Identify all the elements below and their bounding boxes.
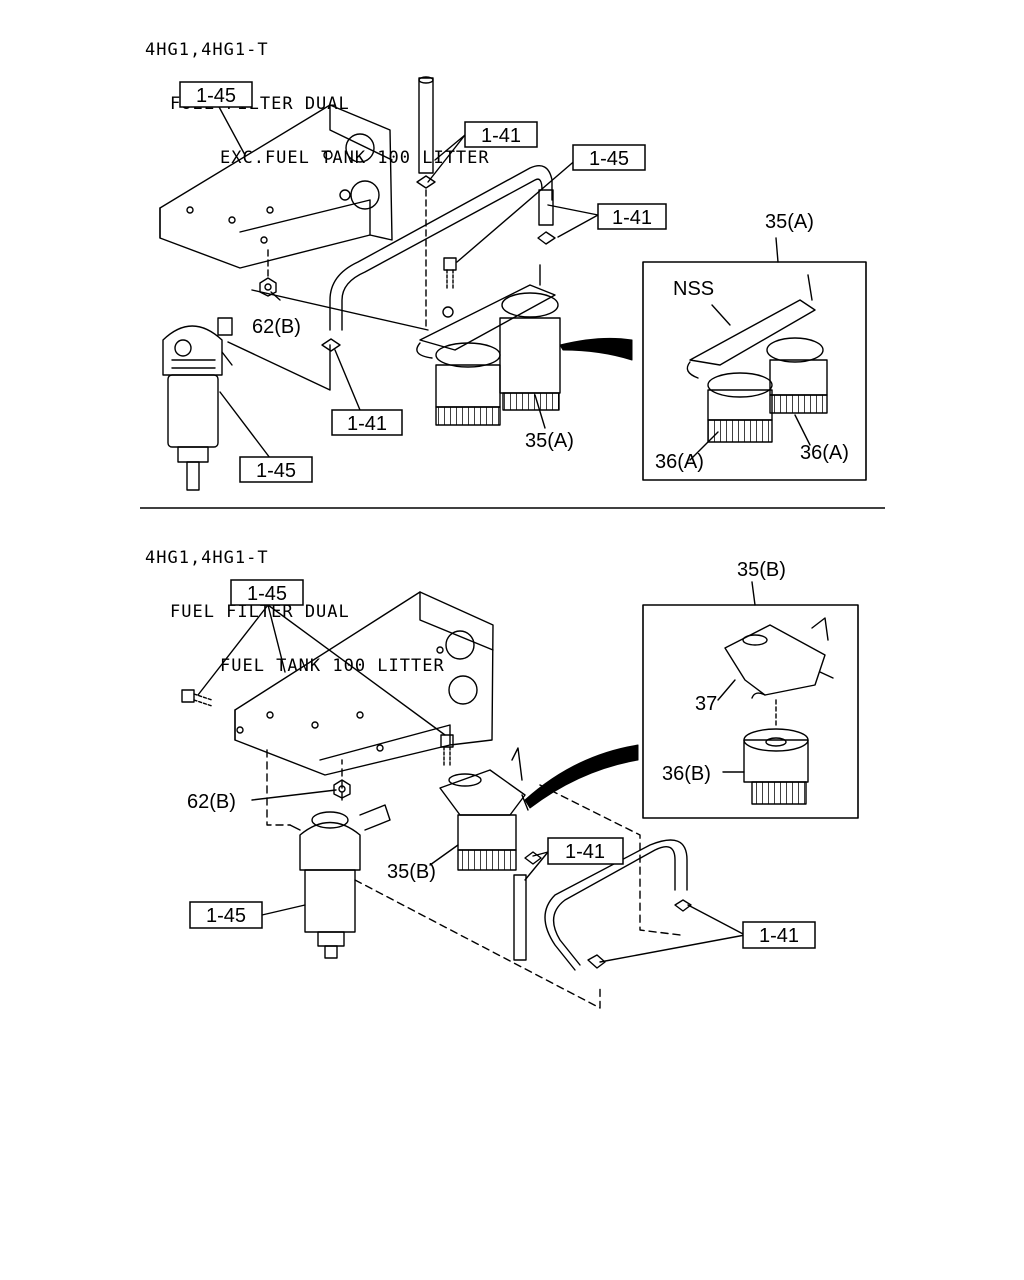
model-label: 4HG1,4HG1-T bbox=[145, 548, 269, 568]
callout-ref-1-41[interactable]: 1-41 bbox=[331, 409, 403, 436]
callout-label: 1-41 bbox=[612, 207, 652, 229]
part-label-36a: 36(A) bbox=[800, 442, 849, 464]
bolt-left-2 bbox=[181, 689, 213, 707]
detail-box-35a bbox=[642, 237, 867, 481]
part-label-36a: 36(A) bbox=[655, 451, 704, 473]
part-label-62b: 62(B) bbox=[187, 791, 236, 813]
callout-label: 1-45 bbox=[247, 583, 287, 605]
part-label-62b: 62(B) bbox=[252, 316, 301, 338]
model-label: 4HG1,4HG1-T bbox=[145, 40, 269, 60]
bolt-1-45 bbox=[443, 257, 457, 291]
dual-filter-35a bbox=[416, 264, 561, 426]
callout-ref-1-45[interactable]: 1-45 bbox=[572, 144, 646, 171]
callout-ref-1-41[interactable]: 1-41 bbox=[742, 921, 816, 949]
detail-title-35a: 35(A) bbox=[765, 211, 814, 233]
fuel-pipe bbox=[329, 165, 553, 331]
part-label-35b: 35(B) bbox=[387, 861, 436, 883]
detail-title-35b: 35(B) bbox=[737, 559, 786, 581]
detail-arrow-2 bbox=[524, 744, 639, 809]
bolt-mid-2 bbox=[440, 734, 454, 766]
routing-dashed-2 bbox=[266, 749, 681, 1009]
section-1-header: 4HG1,4HG1-T FUEL FILTER DUAL EXC.FUEL TA… bbox=[145, 5, 490, 185]
callout-ref-1-41[interactable]: 1-41 bbox=[547, 837, 624, 865]
callout-label: 1-41 bbox=[565, 841, 605, 863]
hose-top bbox=[418, 76, 434, 174]
hose-right bbox=[538, 189, 554, 226]
section-2-header: 4HG1,4HG1-T FUEL FILTER DUAL FUEL TANK 1… bbox=[145, 513, 445, 693]
part-label-36b: 36(B) bbox=[662, 763, 711, 785]
part-label-37: 37 bbox=[695, 693, 717, 715]
variant-label: EXC.FUEL TANK 100 LITTER bbox=[220, 148, 490, 168]
bracket bbox=[159, 104, 393, 269]
callout-ref-1-45[interactable]: 1-45 bbox=[189, 901, 263, 929]
callout-label: 1-45 bbox=[196, 85, 236, 107]
detail-arrow-1 bbox=[559, 337, 633, 361]
detail-box-35b bbox=[642, 581, 859, 819]
pipe-loop-2 bbox=[544, 839, 692, 971]
clamp-right bbox=[537, 231, 556, 245]
fuel-filter-left-2 bbox=[289, 804, 391, 959]
bracket-2 bbox=[234, 591, 494, 776]
callout-label: 1-45 bbox=[589, 148, 629, 170]
clamp-left bbox=[321, 338, 341, 352]
callout-ref-1-45[interactable]: 1-45 bbox=[179, 81, 253, 108]
callout-label: 1-45 bbox=[206, 905, 246, 927]
assembly-label: FUEL FILTER DUAL bbox=[170, 602, 350, 622]
callout-label: 1-45 bbox=[256, 460, 296, 482]
leader-lines-2 bbox=[197, 604, 746, 963]
callout-label: 1-41 bbox=[759, 925, 799, 947]
part-label-nss: NSS bbox=[673, 278, 714, 300]
callout-ref-1-41[interactable]: 1-41 bbox=[464, 121, 538, 148]
hose-2 bbox=[513, 851, 542, 961]
fuel-filter-left bbox=[162, 317, 233, 491]
callout-label: 1-41 bbox=[347, 413, 387, 435]
filter-35b bbox=[439, 747, 529, 871]
leader-lines-1 bbox=[217, 104, 599, 459]
callout-ref-1-41[interactable]: 1-41 bbox=[597, 203, 667, 230]
callout-label: 1-41 bbox=[481, 125, 521, 147]
callout-ref-1-45[interactable]: 1-45 bbox=[230, 579, 304, 606]
part-label-35a: 35(A) bbox=[525, 430, 574, 452]
clamp-top bbox=[416, 175, 436, 189]
callout-ref-1-45[interactable]: 1-45 bbox=[239, 456, 313, 483]
